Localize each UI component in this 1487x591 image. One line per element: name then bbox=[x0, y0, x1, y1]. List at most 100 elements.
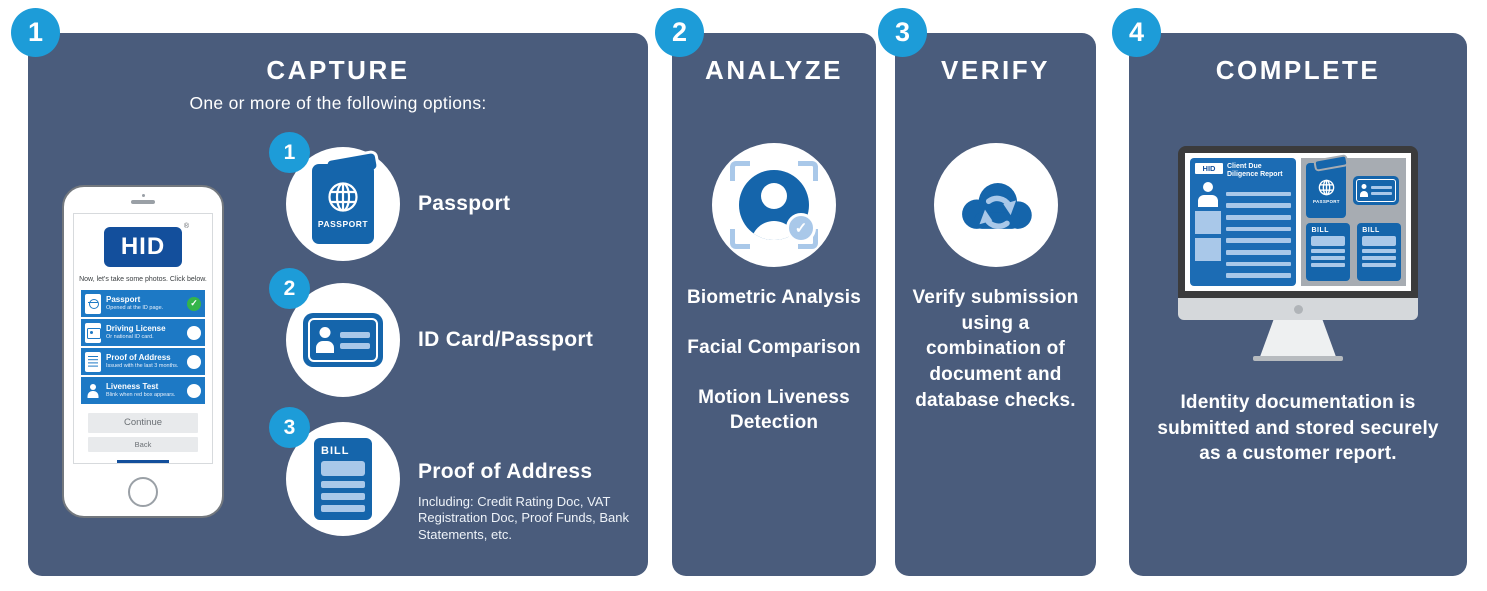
analyze-item: Biometric Analysis bbox=[687, 287, 861, 308]
monitor-screen: HID Client Due Diligence Report bbox=[1185, 153, 1411, 291]
row-title: Proof of Address bbox=[106, 352, 171, 362]
monitor-frame: HID Client Due Diligence Report bbox=[1178, 146, 1418, 298]
radio-circle-icon bbox=[187, 354, 201, 369]
step-4-badge: 4 bbox=[1112, 8, 1161, 57]
passport-icon: PASSPORT bbox=[312, 152, 378, 244]
report-title: Client Due Diligence Report bbox=[1227, 163, 1283, 179]
desktop-monitor: HID Client Due Diligence Report bbox=[1178, 146, 1418, 361]
step-1-badge: 1 bbox=[11, 8, 60, 57]
phone-caption: Now, let's take some photos. Click below… bbox=[79, 276, 207, 283]
verify-title: VERIFY bbox=[941, 55, 1050, 85]
person-icon bbox=[1195, 182, 1221, 207]
passport-icon bbox=[85, 293, 101, 314]
phone-camera-dot bbox=[141, 194, 145, 197]
option-1-badge: 1 bbox=[269, 132, 310, 173]
verify-body: Verify submission using a combination of… bbox=[912, 287, 1079, 411]
monitor-base bbox=[1253, 356, 1343, 361]
analyze-item: Motion Liveness Detection bbox=[698, 387, 850, 434]
phone-screen: HID ® Now, let's take some photos. Click… bbox=[73, 213, 213, 464]
document-icon bbox=[85, 351, 101, 372]
option-2-badge: 2 bbox=[269, 268, 310, 309]
bill-document-icon: BILL bbox=[314, 438, 372, 520]
option-circle: 3 BILL bbox=[269, 407, 400, 536]
option-3-badge: 3 bbox=[269, 407, 310, 448]
globe-icon bbox=[1318, 179, 1335, 195]
complete-panel: 4 COMPLETE HID Client Due Diligence Repo… bbox=[1112, 8, 1467, 576]
option-label-proof-of-address: Proof of Address bbox=[418, 460, 593, 483]
scan-bracket bbox=[730, 229, 750, 249]
back-button: Back bbox=[88, 437, 198, 452]
cloud-sync-icon bbox=[933, 143, 1058, 267]
row-subtitle: Or national ID card. bbox=[106, 333, 154, 340]
proof-of-address-note: Including: Credit Rating Doc, VAT Regist… bbox=[418, 494, 629, 542]
list-item-passport: Passport Opened at the ID page. bbox=[81, 290, 205, 317]
passport-icon-label: PASSPORT bbox=[317, 219, 369, 229]
radio-circle-icon bbox=[187, 325, 201, 340]
report-text-lines bbox=[1226, 182, 1292, 281]
step-3-badge: 3 bbox=[878, 8, 927, 57]
verify-panel: 3 VERIFY Verify submission using a combi… bbox=[878, 8, 1096, 576]
analyze-panel: 2 ANALYZE Biometric Analysis Facial Comp… bbox=[655, 8, 876, 576]
row-subtitle: Opened at the ID page. bbox=[106, 304, 164, 311]
due-diligence-report: HID Client Due Diligence Report bbox=[1190, 158, 1297, 286]
bill-document-icon: BILL bbox=[1357, 223, 1402, 281]
person-icon bbox=[1360, 184, 1369, 197]
id-card-icon bbox=[85, 322, 101, 343]
capture-option-passport: 1 PASSPORT Passpo bbox=[269, 132, 510, 261]
row-subtitle: Issued with the last 3 months. bbox=[106, 362, 179, 369]
capture-title: CAPTURE bbox=[266, 55, 410, 85]
step-2-badge: 2 bbox=[655, 8, 704, 57]
complete-body: Identity documentation is submitted and … bbox=[1157, 392, 1439, 465]
submitted-documents: PASSPORT bbox=[1301, 156, 1406, 286]
globe-icon bbox=[328, 182, 358, 212]
bill-icon-label: BILL bbox=[1311, 227, 1330, 234]
radio-circle-icon bbox=[187, 383, 201, 398]
continue-button: Continue bbox=[88, 413, 198, 433]
analyze-items: Biometric Analysis Facial Comparison Mot… bbox=[682, 285, 866, 460]
row-title: Passport bbox=[106, 294, 141, 304]
passport-icon: PASSPORT bbox=[1306, 156, 1347, 218]
scan-bracket bbox=[798, 229, 818, 249]
phone-home-button bbox=[128, 477, 158, 507]
person-icon bbox=[85, 380, 101, 401]
monitor-chin bbox=[1178, 298, 1418, 320]
passport-icon-label: PASSPORT bbox=[1313, 198, 1340, 204]
person-icon bbox=[316, 327, 334, 353]
capture-option-id-card: 2 ID Card/Passport bbox=[269, 268, 593, 397]
capture-panel: 1 CAPTURE One or more of the following o… bbox=[11, 8, 648, 576]
registered-mark: ® bbox=[183, 223, 189, 230]
bill-icon-label: BILL bbox=[321, 445, 350, 457]
row-title: Liveness Test bbox=[106, 381, 159, 391]
analyze-title: ANALYZE bbox=[705, 55, 843, 85]
monitor-logo-dot bbox=[1293, 304, 1303, 314]
capture-option-proof-of-address: 3 BILL Proof of Address Including: Credi… bbox=[269, 407, 629, 542]
list-item-proof-of-address: Proof of Address Issued with the last 3 … bbox=[81, 348, 205, 375]
option-circle: 2 bbox=[269, 268, 400, 397]
check-badge-icon bbox=[786, 213, 816, 243]
photo-placeholder bbox=[1195, 237, 1221, 261]
option-label-id-card: ID Card/Passport bbox=[418, 328, 594, 351]
capture-subtitle: One or more of the following options: bbox=[189, 93, 487, 113]
photo-placeholder bbox=[1195, 210, 1221, 234]
biometric-scan-icon bbox=[712, 143, 836, 267]
analyze-item: Facial Comparison bbox=[687, 337, 861, 359]
id-card-icon bbox=[1353, 176, 1400, 205]
bill-icon-label: BILL bbox=[1362, 227, 1380, 234]
check-circle-icon bbox=[187, 296, 201, 311]
id-card-icon bbox=[303, 313, 383, 367]
hid-logo: HID bbox=[1195, 163, 1223, 174]
complete-title: COMPLETE bbox=[1215, 55, 1381, 85]
phone-mockup: HID ® Now, let's take some photos. Click… bbox=[62, 185, 224, 518]
document-checklist: Passport Opened at the ID page. Driving … bbox=[81, 290, 205, 404]
row-title: Driving License bbox=[106, 323, 166, 333]
scan-bracket bbox=[798, 161, 818, 181]
phone-speaker bbox=[131, 200, 155, 204]
option-circle: 1 PASSPORT bbox=[269, 132, 400, 261]
step-indicator: Step 1 of 3 bbox=[117, 460, 169, 463]
scan-bracket bbox=[730, 161, 750, 181]
bill-document-icon: BILL bbox=[1306, 223, 1351, 281]
option-label-passport: Passport bbox=[418, 192, 511, 215]
monitor-stand bbox=[1260, 320, 1336, 356]
list-item-driving-license: Driving License Or national ID card. bbox=[81, 319, 205, 346]
